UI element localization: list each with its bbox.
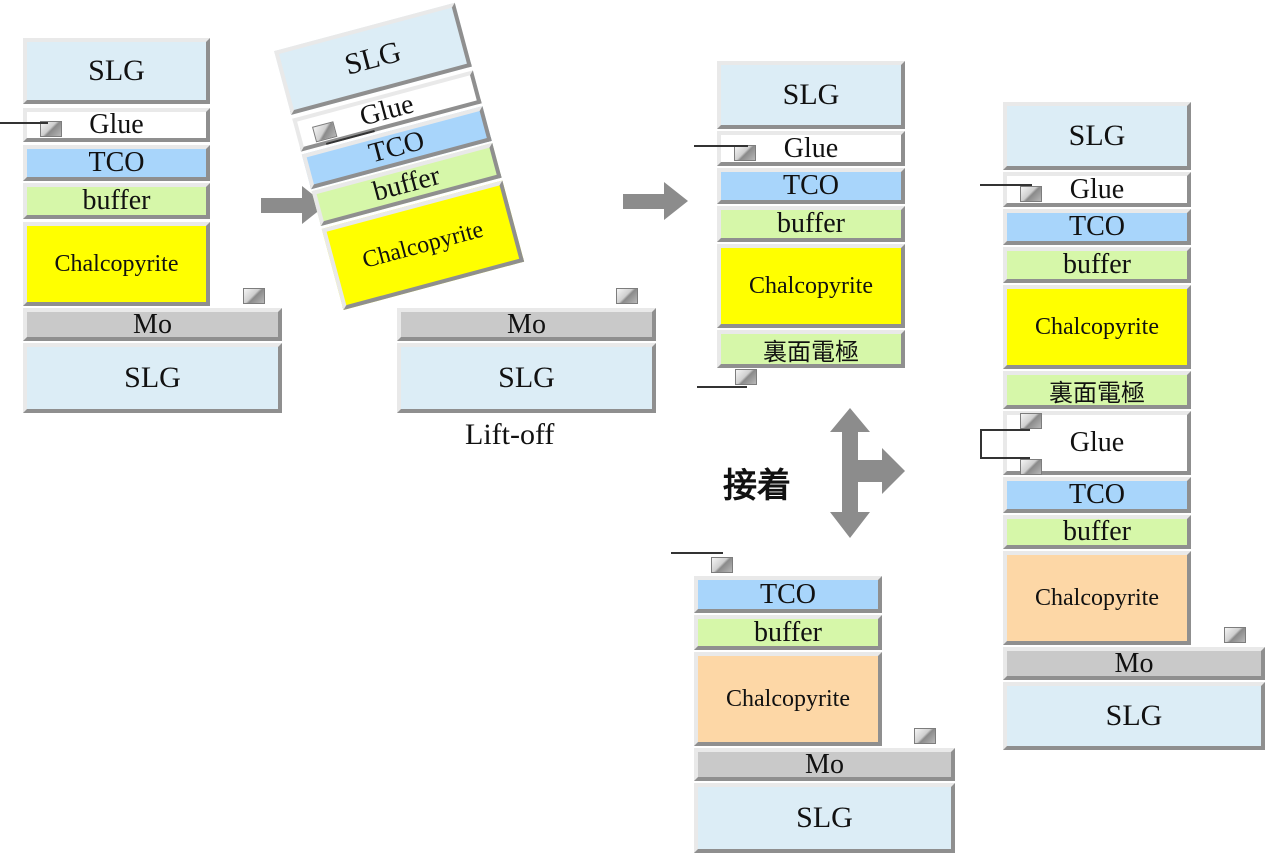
layer-chalcopyrite-top: Chalcopyrite bbox=[1003, 285, 1191, 369]
contact-pad-tco-bottom bbox=[1020, 459, 1042, 475]
contact-pad-back-electrode bbox=[1020, 413, 1042, 429]
layer-slg-top: SLG bbox=[23, 38, 210, 104]
layer-tco: TCO bbox=[694, 576, 882, 613]
contact-pad-mo bbox=[243, 288, 265, 304]
layer-chalcopyrite: Chalcopyrite bbox=[694, 652, 882, 746]
contact-pad-mo bbox=[914, 728, 936, 744]
layer-chalcopyrite: Chalcopyrite bbox=[23, 222, 210, 306]
layer-slg-top: SLG bbox=[717, 61, 905, 129]
lead-wire-glue bbox=[694, 145, 748, 147]
layer-slg-bottom: SLG bbox=[397, 343, 656, 413]
liftoff-caption: Lift-off bbox=[465, 418, 555, 451]
layer-buffer: buffer bbox=[717, 206, 905, 242]
lead-wire-glue-top bbox=[980, 184, 1032, 186]
process-arrow-1 bbox=[261, 186, 326, 224]
layer-back-electrode: 裏面電極 bbox=[1003, 371, 1191, 409]
layer-tco-top: TCO bbox=[1003, 209, 1191, 245]
layer-chalcopyrite: Chalcopyrite bbox=[717, 244, 905, 328]
contact-pad-glue bbox=[40, 121, 62, 137]
layer-mo: Mo bbox=[397, 308, 656, 341]
lead-wire-back-electrode bbox=[697, 386, 747, 388]
bonding-cross-arrow bbox=[830, 408, 905, 538]
layer-tco-bottom: TCO bbox=[1003, 477, 1191, 513]
layer-mo: Mo bbox=[1003, 647, 1265, 680]
contact-pad-mo bbox=[1224, 627, 1246, 643]
layer-buffer-bottom: buffer bbox=[1003, 515, 1191, 549]
layer-buffer-top: buffer bbox=[1003, 247, 1191, 283]
layer-mo: Mo bbox=[23, 308, 282, 341]
layer-tco: TCO bbox=[23, 145, 210, 181]
series-connection-top bbox=[980, 429, 1030, 431]
process-arrow-2 bbox=[623, 182, 688, 220]
layer-slg: SLG bbox=[694, 783, 955, 853]
contact-pad-mo bbox=[616, 288, 638, 304]
bonding-label: 接着 bbox=[723, 466, 791, 506]
contact-pad-back-electrode bbox=[735, 369, 757, 385]
layer-chalcopyrite-bottom: Chalcopyrite bbox=[1003, 551, 1191, 645]
layer-buffer: buffer bbox=[694, 615, 882, 650]
lead-wire-tco bbox=[671, 552, 723, 554]
layer-back-electrode: 裏面電極 bbox=[717, 330, 905, 368]
layer-slg-bottom: SLG bbox=[23, 343, 282, 413]
layer-slg-bottom: SLG bbox=[1003, 682, 1265, 750]
layer-tco: TCO bbox=[717, 168, 905, 204]
series-connection-vertical bbox=[980, 429, 982, 458]
layer-slg-top: SLG bbox=[1003, 102, 1191, 170]
layer-buffer: buffer bbox=[23, 183, 210, 219]
contact-pad-glue bbox=[734, 145, 756, 161]
layer-mo: Mo bbox=[694, 748, 955, 781]
contact-pad-glue-top bbox=[1020, 186, 1042, 202]
lead-wire bbox=[0, 122, 48, 124]
series-connection-bottom bbox=[980, 457, 1030, 459]
contact-pad-tco bbox=[711, 557, 733, 573]
